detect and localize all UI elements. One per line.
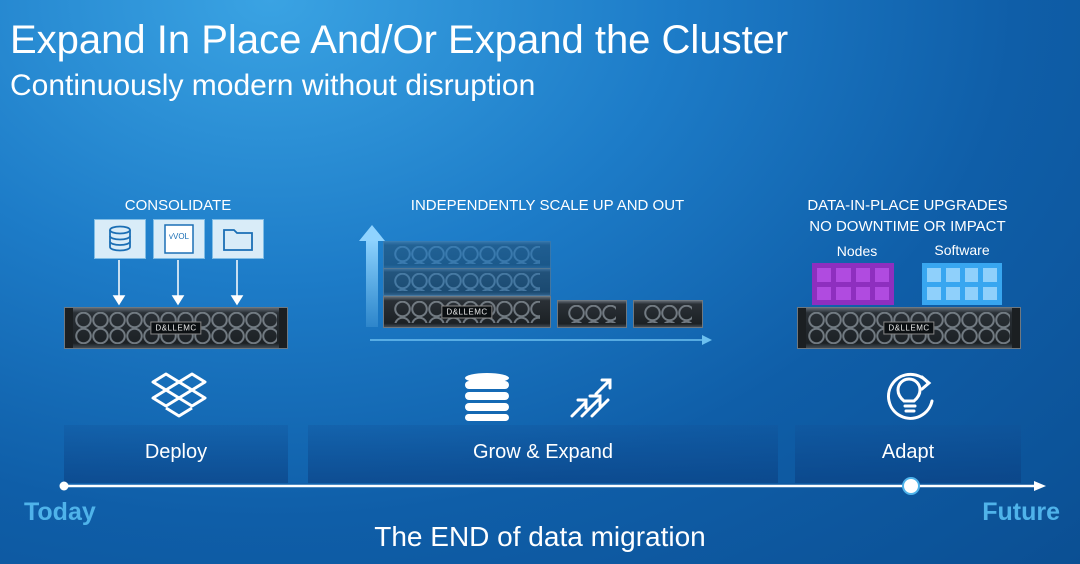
server-consolidate: D&LLEMC (64, 307, 288, 349)
server-scale-main: D&LLEMC (383, 296, 551, 328)
slide-title: Expand In Place And/Or Expand the Cluste… (10, 18, 789, 62)
scale-arrows-icon (570, 378, 612, 418)
folder-box (212, 219, 264, 259)
software-label: Software (934, 242, 990, 258)
vvol-label: vVOL (168, 232, 189, 241)
nodes-label: Nodes (836, 243, 878, 259)
lightbulb-refresh-icon (887, 372, 934, 420)
dropbox-icon (151, 372, 207, 418)
server-badge: D&LLEMC (883, 321, 935, 335)
timeline-future-label: Future (982, 498, 1060, 526)
adapt-band (795, 425, 1021, 483)
consolidate-caption: CONSOLIDATE (124, 197, 232, 214)
adapt-label: Adapt (881, 441, 935, 463)
timeline (59, 477, 1046, 495)
slide-subtitle: Continuously modern without disruption (10, 69, 536, 102)
server-upgrade: D&LLEMC (797, 307, 1021, 349)
grow-band (308, 425, 778, 483)
upgrade-caption-line2: NO DOWNTIME OR IMPACT (809, 218, 1006, 235)
timeline-caption: The END of data migration (374, 521, 706, 552)
upgrade-caption-line1: DATA-IN-PLACE UPGRADES (807, 197, 1008, 214)
scale-out-arrow (370, 335, 712, 345)
server-faded-top (383, 241, 551, 269)
grow-expand-label: Grow & Expand (472, 441, 614, 463)
timeline-marker-dot (902, 477, 920, 495)
folder-icon (223, 229, 253, 251)
nodes-block (812, 263, 894, 305)
software-block (922, 263, 1002, 305)
scale-caption: INDEPENDENTLY SCALE UP AND OUT (410, 197, 685, 214)
consolidate-arrows (112, 260, 244, 306)
server-badge: D&LLEMC (150, 321, 202, 335)
database-icon (109, 225, 131, 252)
server-small-2 (633, 300, 703, 328)
deploy-label: Deploy (144, 441, 208, 463)
server-small-1 (557, 300, 627, 328)
server-badge: D&LLEMC (441, 305, 493, 319)
vvol-box: vVOL (153, 219, 205, 259)
server-faded-mid (383, 268, 551, 296)
timeline-today-label: Today (24, 498, 96, 526)
database-box (94, 219, 146, 259)
database-stack-icon (465, 373, 509, 421)
vvol-icon (164, 224, 194, 254)
deploy-band (64, 425, 288, 483)
up-arrow-icon (359, 225, 385, 327)
